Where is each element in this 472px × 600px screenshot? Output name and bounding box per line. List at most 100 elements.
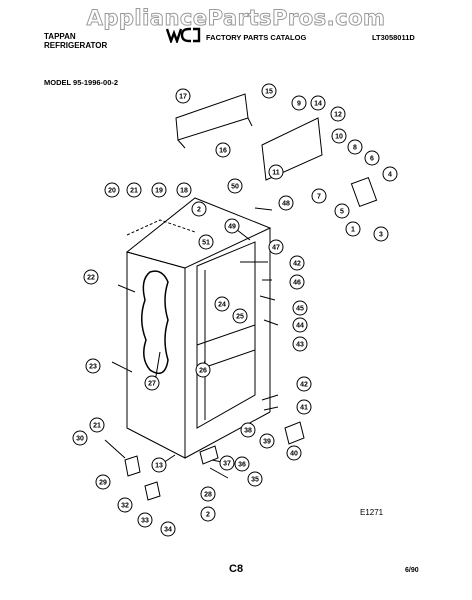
callout-label: 28 bbox=[204, 492, 212, 499]
callout-label: 6 bbox=[370, 156, 374, 163]
callout-label: 22 bbox=[87, 275, 95, 282]
callout-6: 6 bbox=[364, 150, 380, 166]
callout-23: 23 bbox=[85, 358, 101, 374]
callout-13: 13 bbox=[151, 457, 167, 473]
callout-label: 1 bbox=[351, 227, 355, 234]
callout-bubble bbox=[278, 195, 294, 211]
callout-label: 51 bbox=[202, 240, 210, 247]
callout-label: 35 bbox=[251, 477, 259, 484]
watermark: AppliancePartsPros.com bbox=[86, 6, 386, 31]
callout-bubble bbox=[291, 95, 307, 111]
callout-bubble bbox=[144, 375, 160, 391]
callout-bubble bbox=[176, 182, 192, 198]
callout-bubble bbox=[364, 150, 380, 166]
callout-35: 35 bbox=[247, 471, 263, 487]
callout-3: 3 bbox=[373, 226, 389, 242]
part-40-bracket bbox=[284, 421, 305, 445]
callout-26: 26 bbox=[195, 362, 211, 378]
callout-bubble bbox=[160, 521, 176, 537]
callout-17: 17 bbox=[175, 88, 191, 104]
callout-11: 11 bbox=[268, 164, 284, 180]
callout-bubble bbox=[296, 376, 312, 392]
callout-bubble bbox=[311, 188, 327, 204]
callout-label: 50 bbox=[231, 184, 239, 191]
callout-bubble bbox=[214, 296, 230, 312]
callout-bubble bbox=[175, 88, 191, 104]
brand-name: TAPPAN bbox=[44, 32, 76, 41]
callout-33: 33 bbox=[137, 512, 153, 528]
callout-2: 2 bbox=[191, 201, 207, 217]
part-37-bracket bbox=[199, 445, 219, 465]
callout-label: 9 bbox=[297, 101, 301, 108]
callout-label: 33 bbox=[141, 518, 149, 525]
callout-label: 2 bbox=[197, 207, 201, 214]
callout-label: 38 bbox=[244, 428, 252, 435]
callout-label: 24 bbox=[218, 302, 226, 309]
part-4-housing bbox=[350, 177, 378, 207]
callout-2: 2 bbox=[200, 506, 216, 522]
callout-bubble bbox=[200, 506, 216, 522]
callout-37: 37 bbox=[219, 455, 235, 471]
callout-bubble bbox=[382, 166, 398, 182]
callout-bubble bbox=[247, 471, 263, 487]
part-11-panel bbox=[261, 117, 323, 181]
callout-14: 14 bbox=[310, 95, 326, 111]
callout-34: 34 bbox=[160, 521, 176, 537]
callout-21: 21 bbox=[126, 182, 142, 198]
callout-label: 29 bbox=[99, 480, 107, 487]
callout-bubble bbox=[292, 300, 308, 316]
callout-label: 4 bbox=[388, 172, 392, 179]
callout-label: 32 bbox=[121, 503, 129, 510]
callout-label: 45 bbox=[296, 306, 304, 313]
callout-bubble bbox=[373, 226, 389, 242]
callout-bubble bbox=[195, 362, 211, 378]
callout-bubble bbox=[198, 234, 214, 250]
callout-48: 48 bbox=[278, 195, 294, 211]
callout-label: 26 bbox=[199, 368, 207, 375]
part-32-bracket bbox=[144, 481, 161, 501]
callout-label: 23 bbox=[89, 364, 97, 371]
callout-42: 42 bbox=[296, 376, 312, 392]
callout-label: 30 bbox=[76, 436, 84, 443]
callout-bubble bbox=[219, 455, 235, 471]
figure-id: E1271 bbox=[360, 508, 384, 517]
wci-logo-icon bbox=[165, 27, 201, 43]
callout-46: 46 bbox=[289, 274, 305, 290]
callout-bubble bbox=[72, 430, 88, 446]
model-number: MODEL 95-1996-00-2 bbox=[44, 78, 119, 87]
callout-bubble bbox=[261, 83, 277, 99]
callout-bubble bbox=[200, 486, 216, 502]
callout-bubble bbox=[137, 512, 153, 528]
callout-bubble bbox=[330, 106, 346, 122]
callout-label: 39 bbox=[263, 439, 271, 446]
callout-9: 9 bbox=[291, 95, 307, 111]
callout-51: 51 bbox=[198, 234, 214, 250]
callout-label: 27 bbox=[148, 381, 156, 388]
callout-39: 39 bbox=[259, 433, 275, 449]
callout-bubble bbox=[104, 182, 120, 198]
callout-label: 17 bbox=[179, 94, 187, 101]
callout-label: 16 bbox=[219, 148, 227, 155]
callout-1: 1 bbox=[345, 221, 361, 237]
callout-45: 45 bbox=[292, 300, 308, 316]
callout-bubble bbox=[289, 255, 305, 271]
callout-36: 36 bbox=[234, 456, 250, 472]
callout-41: 41 bbox=[296, 399, 312, 415]
callout-bubble bbox=[126, 182, 142, 198]
callout-8: 8 bbox=[347, 139, 363, 155]
callout-label: 40 bbox=[290, 451, 298, 458]
callout-12: 12 bbox=[330, 106, 346, 122]
callout-bubble bbox=[286, 445, 302, 461]
callout-16: 16 bbox=[215, 142, 231, 158]
callout-32: 32 bbox=[117, 497, 133, 513]
callout-bubble bbox=[224, 218, 240, 234]
callout-label: 11 bbox=[272, 170, 280, 177]
callout-4: 4 bbox=[382, 166, 398, 182]
callout-label: 46 bbox=[293, 280, 301, 287]
callout-15: 15 bbox=[261, 83, 277, 99]
callout-bubble bbox=[292, 336, 308, 352]
leader-lines bbox=[104, 207, 279, 479]
callout-bubble bbox=[347, 139, 363, 155]
callout-29: 29 bbox=[95, 474, 111, 490]
callout-label: 21 bbox=[93, 423, 101, 430]
